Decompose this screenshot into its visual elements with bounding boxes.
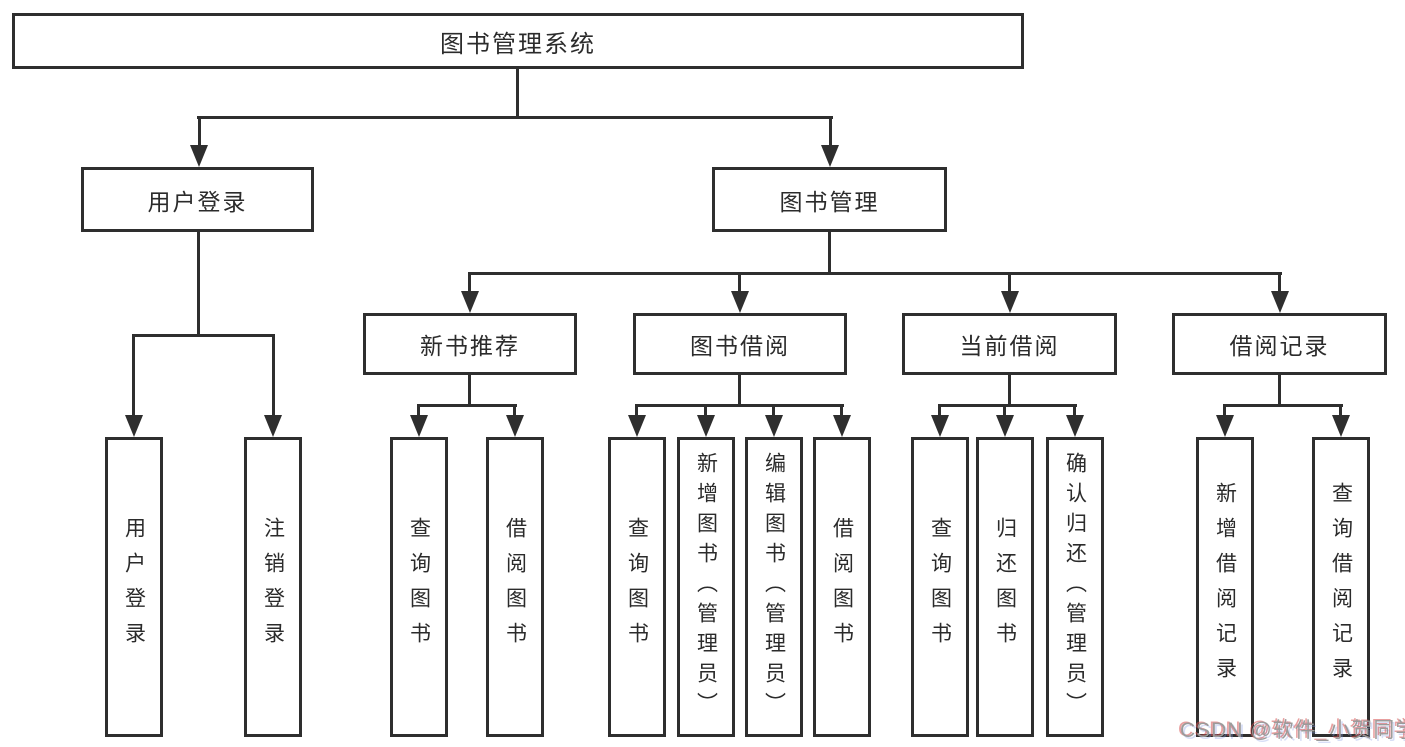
- leaf-borrow-books-2: 借阅图书: [813, 437, 871, 737]
- connector-stem: [1278, 375, 1281, 407]
- connector-level1-bar: [197, 116, 833, 119]
- node-new-book-recommend: 新书推荐: [363, 313, 577, 375]
- connector-stem: [1003, 406, 1006, 417]
- connector-stem: [772, 406, 775, 417]
- connector-stem: [1008, 375, 1011, 407]
- connector-stem: [840, 406, 843, 417]
- connector-stem: [829, 118, 832, 148]
- arrow-to-leaf: [833, 415, 851, 437]
- connector-bar: [1223, 404, 1343, 407]
- leaf-query-books-3: 查询图书: [911, 437, 969, 737]
- arrow-to-leaf-user-login: [125, 415, 143, 437]
- connector-stem: [272, 336, 275, 417]
- connector-bar: [635, 404, 844, 407]
- connector-user-login-bar: [132, 334, 275, 337]
- arrow-to-user-login: [190, 145, 208, 167]
- leaf-logout: 注销登录: [244, 437, 302, 737]
- arrow-to-new-book-recommend: [461, 291, 479, 313]
- arrow-to-leaf: [1216, 415, 1234, 437]
- arrow-to-leaf: [931, 415, 949, 437]
- leaf-return-books: 归还图书: [976, 437, 1034, 737]
- connector-user-login-stem: [197, 232, 200, 336]
- connector-stem: [132, 336, 135, 417]
- connector-stem: [738, 274, 741, 294]
- node-library-management-system: 图书管理系统: [12, 13, 1024, 69]
- arrow-to-leaf: [697, 415, 715, 437]
- arrow-to-current-borrow: [1001, 291, 1019, 313]
- leaf-add-borrow-record: 新增借阅记录: [1196, 437, 1254, 737]
- connector-stem: [468, 274, 471, 294]
- connector-stem: [468, 375, 471, 407]
- leaf-add-books-admin: 新增图书（管理员）: [677, 437, 735, 737]
- connector-bar: [417, 404, 517, 407]
- node-user-login: 用户登录: [81, 167, 314, 232]
- arrow-to-leaf-logout: [264, 415, 282, 437]
- node-borrow-records: 借阅记录: [1172, 313, 1387, 375]
- leaf-edit-books-admin: 编辑图书（管理员）: [745, 437, 803, 737]
- node-current-borrow: 当前借阅: [902, 313, 1117, 375]
- arrow-to-leaf: [1332, 415, 1350, 437]
- arrow-to-leaf: [506, 415, 524, 437]
- connector-stem: [1073, 406, 1076, 417]
- connector-stem: [1008, 274, 1011, 294]
- connector-stem: [513, 406, 516, 417]
- arrow-to-leaf: [996, 415, 1014, 437]
- connector-stem: [417, 406, 420, 417]
- connector-stem: [738, 375, 741, 407]
- connector-stem: [198, 118, 201, 148]
- arrow-to-leaf: [1066, 415, 1084, 437]
- connector-stem: [1223, 406, 1226, 417]
- connector-stem: [704, 406, 707, 417]
- connector-bar: [938, 404, 1077, 407]
- arrow-to-borrow-records: [1271, 291, 1289, 313]
- connector-level3-bar: [468, 272, 1282, 275]
- connector-stem: [635, 406, 638, 417]
- connector-root-stem: [516, 69, 519, 118]
- node-book-management: 图书管理: [712, 167, 947, 232]
- arrow-to-book-borrow: [731, 291, 749, 313]
- arrow-to-leaf: [765, 415, 783, 437]
- leaf-query-borrow-record: 查询借阅记录: [1312, 437, 1370, 737]
- connector-stem: [1339, 406, 1342, 417]
- leaf-query-books-1: 查询图书: [390, 437, 448, 737]
- leaf-confirm-return-admin: 确认归还（管理员）: [1046, 437, 1104, 737]
- arrow-to-leaf: [628, 415, 646, 437]
- csdn-watermark: CSDN @软件_小贺同学: [1180, 719, 1405, 742]
- leaf-query-books-2: 查询图书: [608, 437, 666, 737]
- arrow-to-book-management: [821, 145, 839, 167]
- connector-book-mgmt-stem: [828, 232, 831, 274]
- arrow-to-leaf: [410, 415, 428, 437]
- leaf-borrow-books-1: 借阅图书: [486, 437, 544, 737]
- connector-stem: [1278, 274, 1281, 294]
- node-book-borrow: 图书借阅: [633, 313, 847, 375]
- connector-stem: [938, 406, 941, 417]
- leaf-user-login: 用户登录: [105, 437, 163, 737]
